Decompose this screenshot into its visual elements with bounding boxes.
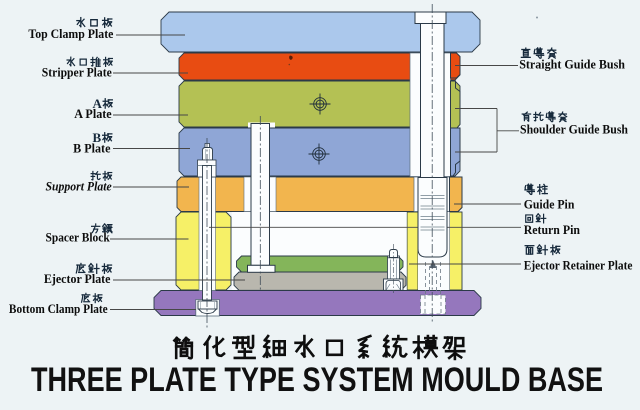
svg-text:Guide Pin: Guide Pin: [524, 197, 575, 211]
svg-text:A Plate: A Plate: [74, 107, 112, 121]
svg-text:B: B: [93, 130, 102, 145]
svg-text:Return Pin: Return Pin: [524, 223, 580, 237]
svg-text:A: A: [93, 96, 103, 111]
svg-text:THREE PLATE TYPE SYSTEM MOULD: THREE PLATE TYPE SYSTEM MOULD BASE: [31, 361, 603, 399]
svg-text:Support Plate: Support Plate: [46, 179, 113, 193]
svg-text:B Plate: B Plate: [73, 142, 111, 156]
svg-text:Straight Guide Bush: Straight Guide Bush: [519, 58, 625, 72]
svg-text:Top Clamp Plate: Top Clamp Plate: [28, 27, 113, 41]
svg-text:Spacer Block: Spacer Block: [46, 231, 110, 245]
svg-text:Stripper Plate: Stripper Plate: [42, 66, 112, 80]
svg-text:Shoulder Guide Bush: Shoulder Guide Bush: [520, 123, 628, 137]
svg-text:Ejector Plate: Ejector Plate: [44, 272, 111, 286]
svg-text:Bottom Clamp Plate: Bottom Clamp Plate: [9, 302, 108, 316]
svg-text:Ejector Retainer Plate: Ejector Retainer Plate: [524, 259, 633, 273]
